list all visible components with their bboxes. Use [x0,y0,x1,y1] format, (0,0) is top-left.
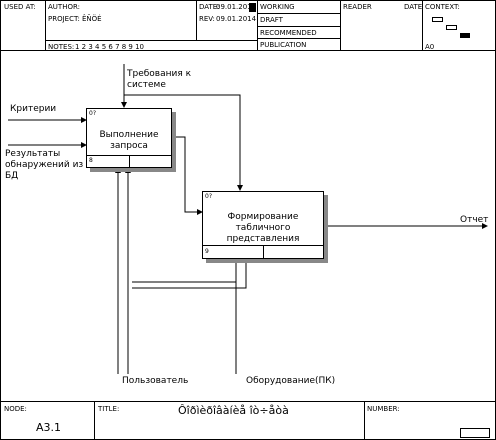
header-divider [340,0,341,51]
box-number: 9 [205,248,209,255]
header-divider [422,0,423,51]
context-box-current [460,33,470,38]
box-footer-divider [129,155,130,167]
box-number: 8 [89,157,93,164]
control-arrow-branch [124,94,243,191]
status-draft: DRAFT [260,16,283,24]
box-cost: 0? [205,193,213,200]
header-divider [196,0,197,40]
status-recommended: RECOMMENDED [260,29,317,37]
control-label: Требования к системе [127,69,192,90]
box-title: Выполнение запроса [99,130,159,151]
reader-label: READER [343,3,372,11]
output-label: Отчет [460,215,489,225]
date-value: 09.01.2014 [216,3,257,11]
mechanism-label-hardware: Оборудование(ПК) [246,376,336,386]
mechanism-label-user: Пользователь [122,376,189,386]
header-divider [45,0,46,51]
box-cost: 0? [89,110,97,117]
header-notes-rule [45,40,258,41]
status-working: WORKING [260,3,295,11]
context-node: A0 [425,43,435,51]
project-label: PROJECT: [48,15,80,23]
activity-box-1[interactable]: 0? Выполнение запроса 8 [86,108,172,168]
status-rule [257,26,341,27]
page-number-box [460,428,490,438]
footer-divider [364,401,365,440]
notes-label: NOTES: [48,43,75,51]
status-rule [257,13,341,14]
context-box [432,17,443,22]
mechanism-branch [132,257,249,289]
status-publication: PUBLICATION [260,41,307,49]
project-value: ÊÑÖÉ [82,15,102,23]
status-rule [257,38,341,39]
author-label: AUTHOR: [48,3,80,11]
title-label: TITLE: [98,405,120,413]
node-value: A3.1 [36,421,62,434]
node-label: NODE: [4,405,27,413]
activity-box-2[interactable]: 0? Формирование табличного представления… [202,191,324,259]
output-to-input-arrow [172,136,203,215]
context-box [446,25,457,30]
input-label-results: Результаты обнаружений из БД [5,149,84,181]
used-at-label: USED AT: [4,3,36,11]
footer-divider [94,401,95,440]
header-bottom-rule [0,50,496,51]
box-footer-divider [263,245,264,258]
footer-top-rule [0,401,496,402]
rev-label: REV: [199,15,215,23]
number-label: NUMBER: [367,405,400,413]
header-divider [257,0,258,51]
input-label-criteria: Критерии [10,104,57,114]
diagram-title: Ôîðìèðîâàíèå îò÷åòà [178,404,289,417]
date-label: DATE: [199,3,220,11]
notes-numbers: 1 2 3 4 5 6 7 8 9 10 [75,43,145,51]
context-label: CONTEXT: [425,3,460,11]
reader-date-label: DATE [404,3,423,11]
rev-value: 09.01.2014 [216,15,257,23]
working-status-marker [249,3,256,12]
box-title: Формирование табличного представления [226,212,300,244]
